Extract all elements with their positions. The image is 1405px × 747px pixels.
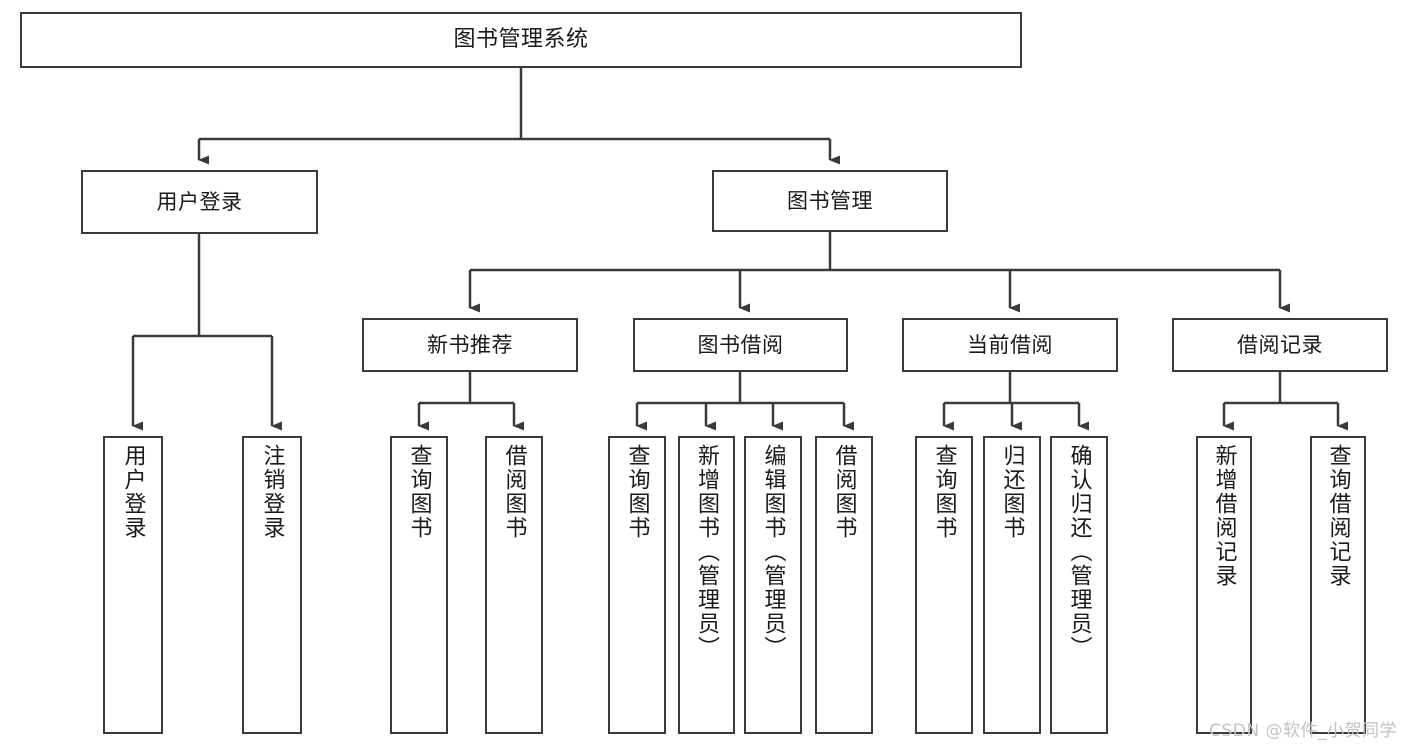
csdn-watermark: CSDN @软件_小贺同学 <box>1209 721 1397 741</box>
leaf-borrow-book-recommend[interactable]: 借阅图书 <box>485 436 543 734</box>
leaf-query-borrow-record[interactable]: 查询借阅记录 <box>1310 436 1366 734</box>
leaf-borrow-book[interactable]: 借阅图书 <box>815 436 873 734</box>
leaf-add-book-admin-label: 新增图书（管理员） <box>694 444 720 660</box>
node-current-borrow-label: 当前借阅 <box>967 332 1053 357</box>
leaf-return-book[interactable]: 归还图书 <box>983 436 1041 734</box>
leaf-query-borrow-record-label: 查询借阅记录 <box>1325 444 1351 588</box>
leaf-query-book-current-label: 查询图书 <box>931 444 957 540</box>
node-new-book-recommend[interactable]: 新书推荐 <box>362 318 578 372</box>
leaf-query-book-borrow[interactable]: 查询图书 <box>608 436 666 734</box>
leaf-return-book-label: 归还图书 <box>999 444 1025 540</box>
node-current-borrow[interactable]: 当前借阅 <box>902 318 1118 372</box>
leaf-confirm-return-admin-label: 确认归还（管理员） <box>1066 444 1092 660</box>
leaf-logout[interactable]: 注销登录 <box>242 436 302 734</box>
node-book-management[interactable]: 图书管理 <box>712 170 948 232</box>
leaf-add-borrow-record[interactable]: 新增借阅记录 <box>1196 436 1252 734</box>
leaf-query-book-current[interactable]: 查询图书 <box>915 436 973 734</box>
leaf-query-book-recommend-label: 查询图书 <box>406 444 432 540</box>
leaf-borrow-book-recommend-label: 借阅图书 <box>501 444 527 540</box>
leaf-edit-book-admin[interactable]: 编辑图书（管理员） <box>744 436 802 734</box>
node-borrow-record[interactable]: 借阅记录 <box>1172 318 1388 372</box>
leaf-borrow-book-label: 借阅图书 <box>831 444 857 540</box>
leaf-user-login[interactable]: 用户登录 <box>103 436 163 734</box>
node-user-login-label: 用户登录 <box>156 189 243 214</box>
leaf-edit-book-admin-label: 编辑图书（管理员） <box>760 444 786 660</box>
node-book-borrow-label: 图书借阅 <box>697 332 784 357</box>
leaf-add-book-admin[interactable]: 新增图书（管理员） <box>678 436 735 734</box>
node-borrow-record-label: 借阅记录 <box>1237 332 1323 357</box>
node-new-book-recommend-label: 新书推荐 <box>427 332 513 357</box>
leaf-add-borrow-record-label: 新增借阅记录 <box>1211 444 1237 588</box>
node-user-login[interactable]: 用户登录 <box>81 170 318 234</box>
leaf-query-book-recommend[interactable]: 查询图书 <box>390 436 448 734</box>
leaf-query-book-borrow-label: 查询图书 <box>624 444 650 540</box>
node-root-label: 图书管理系统 <box>453 27 589 53</box>
node-root[interactable]: 图书管理系统 <box>20 12 1022 68</box>
node-book-management-label: 图书管理 <box>787 188 873 213</box>
leaf-logout-label: 注销登录 <box>259 444 285 540</box>
leaf-user-login-label: 用户登录 <box>120 444 146 540</box>
node-book-borrow[interactable]: 图书借阅 <box>633 318 848 372</box>
leaf-confirm-return-admin[interactable]: 确认归还（管理员） <box>1050 436 1108 734</box>
